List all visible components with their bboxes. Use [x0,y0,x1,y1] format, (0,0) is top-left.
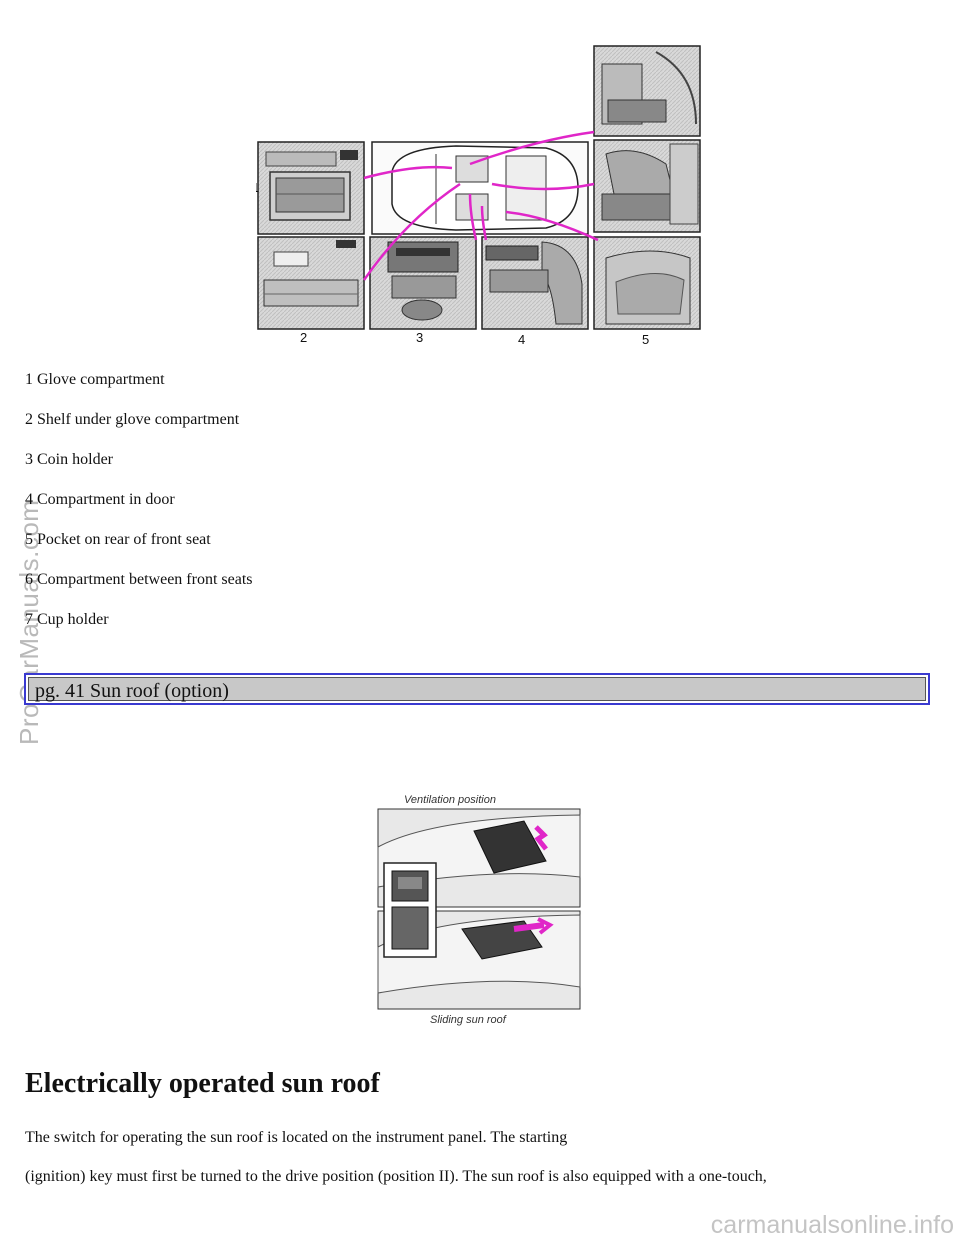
callout-leader-lines [362,130,599,281]
storage-compartments-figure: 1 2 3 4 5 6 7 [256,45,701,347]
panel-shelf-under-glove [257,236,365,330]
legend-item: 1 Glove compartment [25,371,165,388]
legend-item: 5 Pocket on rear of front seat [25,531,211,548]
panel-glove-compartment [257,141,365,235]
panel-door-compartment [481,236,589,330]
panel-seat-pocket [593,236,701,330]
callout-2: 2 [300,330,307,345]
callout-5: 5 [642,332,649,347]
callout-1: 1 [256,180,259,195]
panel-center-compartment [593,139,701,233]
section-header-bar: pg. 41 Sun roof (option) [24,673,930,705]
legend-item: 3 Coin holder [25,451,113,468]
figure-caption-ventilation: Ventilation position [404,794,496,806]
figure-caption-sliding: Sliding sun roof [430,1014,507,1026]
section-heading: Electrically operated sun roof [25,1068,380,1099]
panel-coin-holder [369,236,477,330]
callout-4: 4 [518,332,525,347]
callout-3: 3 [416,330,423,345]
panel-cup-holder [593,45,701,137]
section-header-text: pg. 41 Sun roof (option) [35,680,229,702]
legend-item: 7 Cup holder [25,611,109,628]
legend-item: 2 Shelf under glove compartment [25,411,240,428]
paragraph-line-1: The switch for operating the sun roof is… [25,1129,568,1146]
legend-item: 6 Compartment between front seats [25,571,253,588]
paragraph-line-2: (ignition) key must first be turned to t… [25,1168,767,1185]
legend-item: 4 Compartment in door [25,491,175,508]
compartment-legend: 1 Glove compartment 2 Shelf under glove … [25,370,253,650]
watermark-carmanualsonline: carmanualsonline.info [710,1211,954,1239]
sun-roof-figure: Ventilation position Sliding sun roof [377,794,581,1026]
